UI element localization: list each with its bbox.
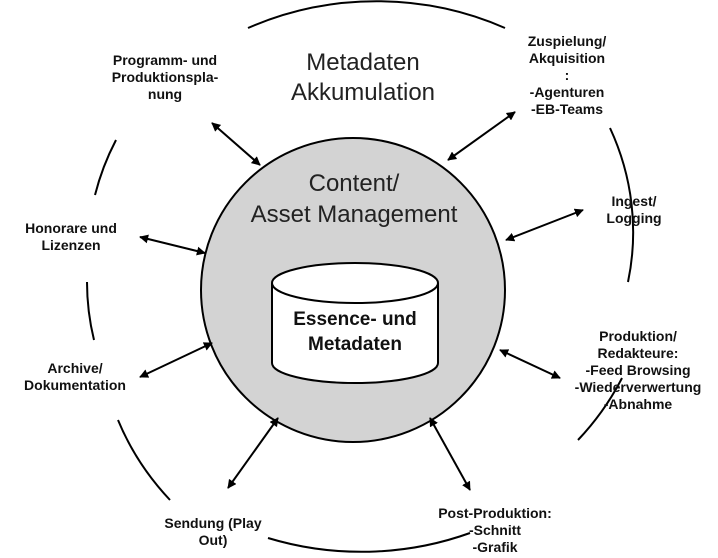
arrow-archive — [139, 342, 213, 378]
node-zuspielung-line: -EB-Teams — [530, 101, 604, 117]
node-programm-line: Produktionspla- — [111, 69, 219, 85]
outer-ring-arc-left-mid — [86, 281, 95, 341]
node-archive-line: Dokumentation — [24, 377, 126, 393]
node-sendung-line: Out) — [198, 532, 228, 548]
node-ingest-line: Ingest/ — [611, 193, 657, 209]
connection-arrows — [139, 111, 584, 491]
node-zuspielung-line: : — [564, 67, 570, 83]
node-produktion-line: -Abnahme — [603, 396, 673, 412]
outer-ring-arc-right-upper — [609, 127, 635, 283]
node-postproduktion-line: -Schnitt — [468, 522, 522, 538]
node-produktion-line: Redakteure: — [597, 345, 679, 361]
node-sendung: Sendung (Play Out) — [157, 515, 269, 549]
center-title: Content/ Asset Management — [238, 168, 470, 230]
center-title-line-2: Asset Management — [250, 201, 458, 228]
node-honorare: Honorare und Lizenzen — [10, 220, 132, 254]
outer-ring-arc-bottom — [267, 532, 471, 553]
node-postproduktion-line: Post-Produktion: — [438, 505, 552, 521]
outer-ring-arc-top — [247, 0, 506, 29]
center-title-line-1: Content/ — [308, 170, 400, 197]
outer-ring — [86, 0, 635, 553]
node-programm: Programm- und Produktionspla- nung — [92, 52, 238, 103]
node-ingest: Ingest/ Logging — [594, 193, 674, 227]
arrow-postproduktion — [429, 417, 471, 491]
node-zuspielung-line: -Agenturen — [529, 84, 605, 100]
database-label-line-2: Metadaten — [308, 334, 402, 355]
node-programm-line: nung — [147, 86, 183, 102]
arrow-produktion — [499, 349, 561, 379]
outer-title-line-1: Metadaten — [306, 49, 420, 76]
database-label: Essence- und Metadaten — [272, 307, 438, 357]
node-zuspielung-line: Zuspielung/ — [527, 33, 607, 49]
outer-ring-arc-right-lower — [577, 377, 623, 441]
outer-title-line-2: Akkumulation — [290, 79, 436, 106]
node-honorare-line: Honorare und — [25, 220, 117, 236]
node-produktion-line: -Feed Browsing — [585, 362, 691, 378]
node-archive-line: Archive/ — [47, 360, 103, 376]
outer-ring-arc-left-lower — [117, 419, 171, 501]
node-zuspielung: Zuspielung/ Akquisition : -Agenturen -EB… — [508, 33, 626, 118]
arrow-zuspielung — [447, 111, 516, 161]
database-cylinder-icon — [271, 262, 439, 384]
node-produktion-line: -Wiederverwertung — [574, 379, 702, 395]
database-label-line-1: Essence- und — [293, 309, 417, 330]
arrow-honorare — [139, 234, 206, 256]
arrow-ingest — [505, 208, 584, 242]
outer-ring-arc-left-upper — [94, 139, 117, 196]
node-archive: Archive/ Dokumentation — [10, 360, 140, 394]
arrow-programm — [211, 122, 261, 166]
node-produktion-line: Produktion/ — [599, 328, 677, 344]
node-programm-line: Programm- und — [112, 52, 218, 68]
node-sendung-line: Sendung (Play — [164, 515, 262, 531]
node-zuspielung-line: Akquisition — [528, 50, 606, 66]
node-postproduktion-line: -Grafik — [472, 539, 518, 555]
node-produktion: Produktion/ Redakteure: -Feed Browsing -… — [560, 328, 716, 413]
node-honorare-line: Lizenzen — [41, 237, 101, 253]
outer-title: Metadaten Akkumulation — [288, 48, 438, 108]
node-postproduktion: Post-Produktion: -Schnitt -Grafik — [424, 505, 566, 556]
arrow-sendung — [227, 417, 279, 489]
node-ingest-line: Logging — [606, 210, 662, 226]
